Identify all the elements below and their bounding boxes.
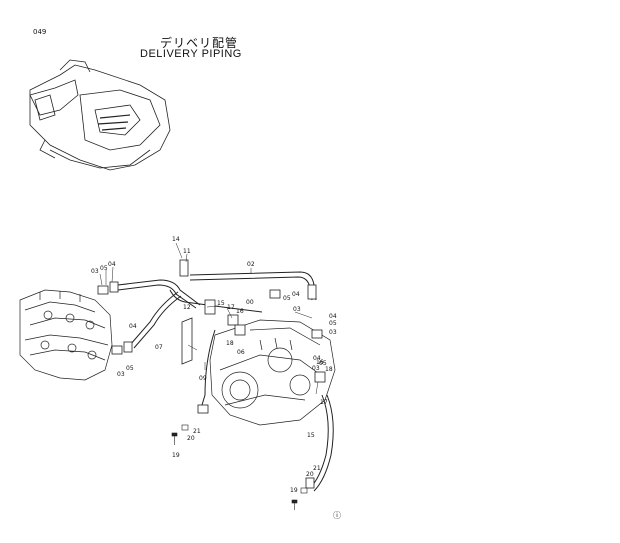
- callout-05-c: 05: [126, 365, 134, 372]
- callout-19-b: 19: [290, 487, 298, 494]
- callout-03-b: 03: [293, 306, 301, 313]
- footer-mark: ⓘ: [333, 511, 341, 520]
- callout-04-e: 04: [313, 355, 321, 362]
- callout-00: 00: [246, 299, 254, 306]
- callout-18: 18: [226, 340, 234, 347]
- delivery-pipes: [117, 271, 334, 492]
- fittings: [97, 259, 326, 489]
- callout-16-b: 16: [316, 359, 324, 366]
- left-pump-block: [19, 289, 113, 381]
- page-number: 049: [33, 28, 47, 36]
- callout-labels: 14 11 02 03 05 04 00 05 04 03 12 15 17 1…: [91, 236, 341, 520]
- callout-12: 12: [183, 304, 191, 311]
- callout-03: 03: [91, 268, 99, 275]
- callout-20: 20: [187, 435, 195, 442]
- callout-17-b: 17: [320, 399, 328, 406]
- callout-11: 11: [183, 248, 191, 255]
- title-english: DELIVERY PIPING: [140, 48, 242, 60]
- callout-02: 02: [247, 261, 255, 268]
- title-japanese: デリベリ配管: [160, 36, 239, 50]
- callout-16: 16: [236, 308, 244, 315]
- callout-06: 06: [237, 349, 245, 356]
- callout-04-c: 04: [129, 323, 137, 330]
- callout-17: 17: [227, 304, 235, 311]
- callout-09: 09: [199, 375, 207, 382]
- callout-04-b: 04: [292, 291, 300, 298]
- callout-14: 14: [172, 236, 180, 243]
- callout-15-b: 15: [307, 432, 315, 439]
- callout-21-b: 21: [313, 465, 321, 472]
- washers: [181, 424, 308, 494]
- callout-05: 05: [100, 265, 108, 272]
- callout-18-b: 18: [325, 366, 333, 373]
- bolts: [171, 432, 298, 510]
- callout-20-b: 20: [306, 471, 314, 478]
- callout-05-e: 05: [319, 360, 327, 367]
- right-pump-unit: [209, 319, 336, 426]
- callout-19: 19: [172, 452, 180, 459]
- callout-03-d: 03: [329, 329, 337, 336]
- callout-04-d: 04: [329, 313, 337, 320]
- excavator-thumbnail: [29, 59, 171, 171]
- callout-03-e: 03: [312, 365, 320, 372]
- callout-15: 15: [217, 300, 225, 307]
- callout-05-b: 05: [283, 295, 291, 302]
- callout-21: 21: [193, 428, 201, 435]
- callout-04: 04: [108, 261, 116, 268]
- callout-07: 07: [155, 344, 163, 351]
- callout-03-c: 03: [117, 371, 125, 378]
- leader-lines: [99, 242, 319, 395]
- callout-05-d: 05: [329, 320, 337, 327]
